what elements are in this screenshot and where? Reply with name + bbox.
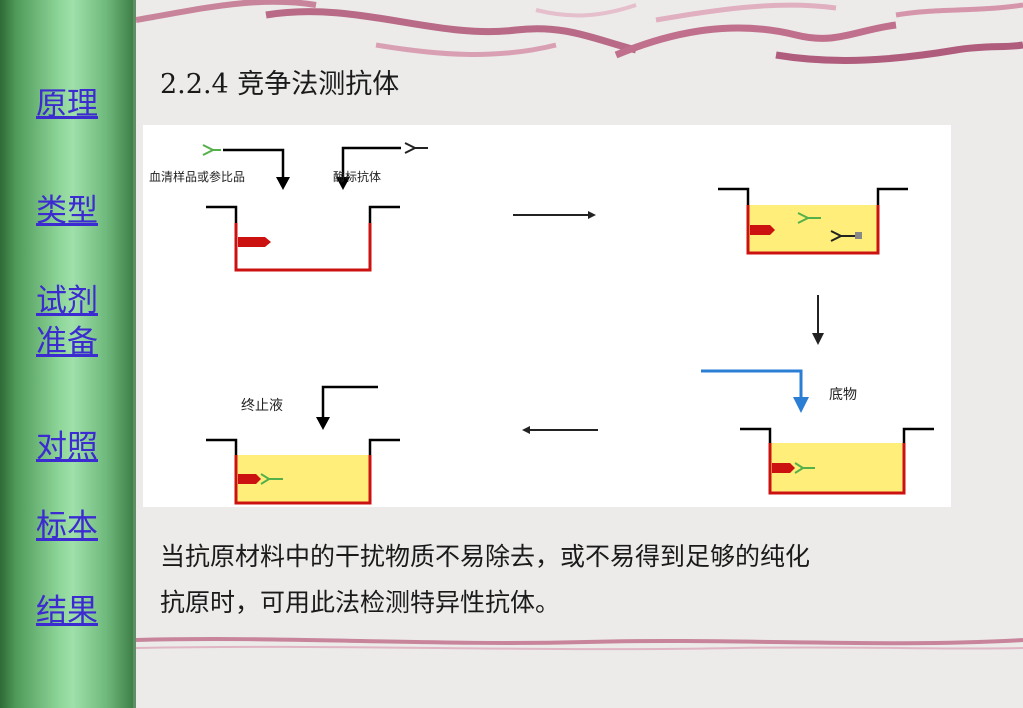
description-line-1: 当抗原材料中的干扰物质不易除去，或不易得到足够的纯化 (160, 542, 811, 571)
description-text: 当抗原材料中的干扰物质不易除去，或不易得到足够的纯化 抗原时，可用此法检测特异性… (160, 534, 990, 626)
enzyme-antibody-icon (404, 142, 428, 154)
header-swirl-decoration (136, 0, 1023, 64)
sidebar-divider (133, 0, 136, 708)
enzyme-antibody-label: 酶标抗体 (333, 169, 381, 184)
nav-link-reagents[interactable]: 试剂 (36, 283, 98, 319)
nav-link-samples[interactable]: 标本 (36, 508, 98, 544)
sample-label: 血清样品或参比品 (149, 169, 245, 184)
step4-group: 终止液 (206, 385, 400, 505)
nav-link-preparation[interactable]: 准备 (36, 324, 98, 360)
step3-group: 底物 (701, 369, 934, 495)
stop-solution-label: 终止液 (241, 398, 283, 414)
antibody-icon (202, 144, 221, 156)
step2-well (718, 187, 908, 255)
page-title: 2.2.4 竞争法测抗体 (160, 69, 400, 100)
step1-group: 血清样品或参比品 酶标抗体 (149, 142, 428, 272)
description-line-2: 抗原时，可用此法检测特异性抗体。 (160, 588, 561, 617)
nav-link-controls[interactable]: 对照 (36, 429, 98, 465)
footer-swirl-decoration (136, 637, 1023, 651)
substrate-label: 底物 (829, 387, 857, 403)
sidebar-nav (0, 0, 133, 708)
nav-link-types[interactable]: 类型 (36, 193, 98, 229)
nav-link-principle[interactable]: 原理 (36, 86, 98, 122)
diagram-canvas: 血清样品或参比品 酶标抗体 (149, 142, 934, 505)
competitive-elisa-diagram: 血清样品或参比品 酶标抗体 (143, 125, 951, 507)
nav-link-results[interactable]: 结果 (36, 593, 98, 629)
